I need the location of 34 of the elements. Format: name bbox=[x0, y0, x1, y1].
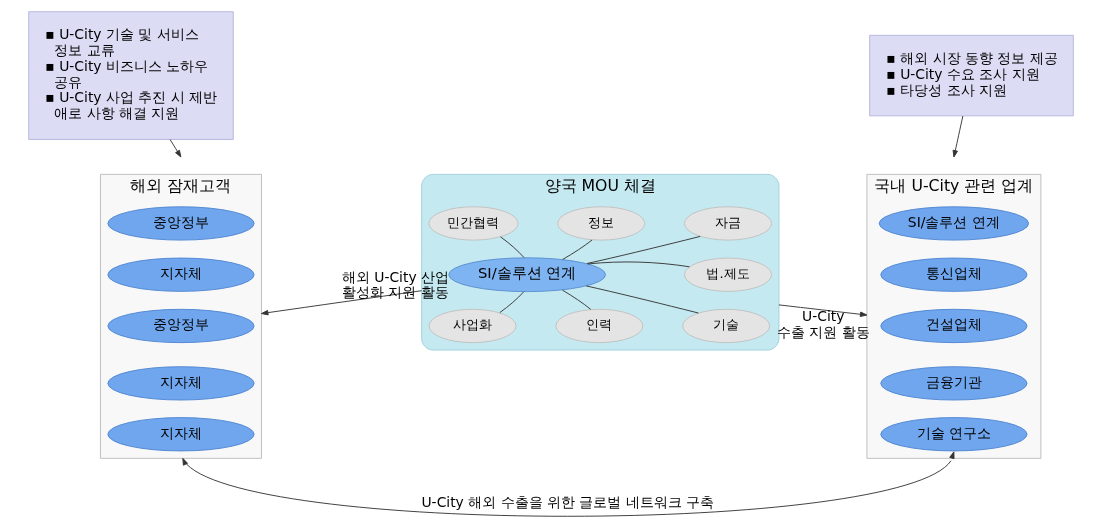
edge-label: U-City 해외 수출을 위한 글로벌 네트워크 구축 bbox=[420, 494, 714, 511]
connector bbox=[499, 236, 524, 259]
node-ellipse: 지자체 bbox=[106, 417, 255, 452]
arrow bbox=[777, 304, 867, 317]
arrow bbox=[260, 290, 422, 316]
node-ellipse: 건설업체 bbox=[879, 308, 1027, 344]
edge-label: 해외 U-City 산업 활성화 지원 활동 bbox=[341, 268, 449, 301]
connector bbox=[498, 291, 524, 314]
node-ellipse: 지자체 bbox=[106, 257, 255, 292]
connector bbox=[561, 289, 591, 310]
node-ellipse: 사업화 bbox=[428, 308, 517, 344]
node-box: ▪ U-City 기술 및 서비스 정보 교류 ▪ U-City 비즈니스 노하우 공유 ▪ U-City 사업 추진 시 제반 애로 사항 해결 지원 bbox=[27, 11, 234, 140]
arrow bbox=[181, 451, 954, 517]
connector bbox=[561, 239, 593, 260]
node-ellipse: 금융기관 bbox=[879, 366, 1027, 401]
node-ellipse: 중앙정부 bbox=[106, 206, 255, 241]
arrow bbox=[952, 115, 963, 158]
node-ellipse: 기술 연구소 bbox=[879, 417, 1027, 452]
node-ellipse: 법.제도 bbox=[683, 257, 772, 292]
node-ellipse: 기술 bbox=[681, 308, 770, 344]
node-ellipse: SI/솔루션 연계 bbox=[447, 257, 606, 293]
node-ellipse: 자금 bbox=[683, 206, 772, 241]
node-ellipse: 통신업체 bbox=[879, 257, 1027, 292]
connector bbox=[585, 285, 699, 314]
node-box: ▪ 해외 시장 동향 정보 제공 ▪ U-City 수요 조사 지원 ▪ 타당성 조사 지원 bbox=[868, 34, 1074, 117]
node-ellipse: SI/솔루션 연계 bbox=[878, 206, 1029, 241]
node-ellipse: 민간협력 bbox=[427, 206, 519, 241]
node-ellipse: 정보 bbox=[556, 206, 645, 241]
arrow bbox=[169, 139, 181, 158]
node-ellipse: 중앙정부 bbox=[106, 308, 255, 344]
node-ellipse: 지자체 bbox=[106, 366, 255, 401]
node-ellipse: 인력 bbox=[554, 308, 643, 344]
connector bbox=[587, 261, 690, 268]
connector bbox=[585, 235, 701, 264]
